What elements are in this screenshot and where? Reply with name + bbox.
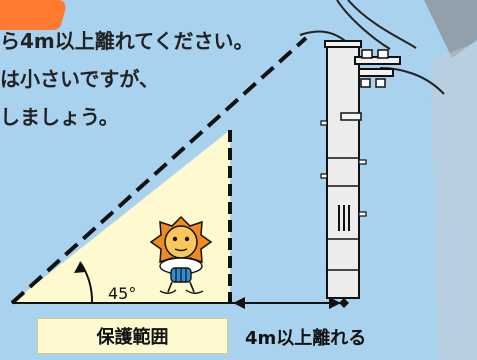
header-tab — [0, 0, 66, 30]
angle-arc — [79, 261, 94, 304]
slope-boundary — [10, 36, 308, 305]
instruction-line-1: ら4m以上離れてください。 — [0, 29, 254, 53]
angle-label: 45° — [108, 284, 136, 303]
side-band-light — [431, 42, 477, 360]
angle-arrow — [74, 262, 86, 273]
instruction-line-3: しましょう。 — [0, 105, 119, 129]
wire-2 — [347, 0, 417, 49]
sun-mascot-icon — [149, 215, 213, 294]
instruction-line-2: は小さいですが、 — [0, 67, 159, 91]
arrow-right-head — [329, 297, 341, 309]
arrow-left-head — [233, 297, 245, 309]
distance-label: 4m以上離れる — [245, 328, 367, 349]
utility-pole-icon — [320, 40, 401, 299]
wire-1 — [336, 0, 391, 50]
ground-marker — [339, 298, 349, 308]
protection-range-label: 保護範囲 — [37, 318, 228, 354]
protection-area — [12, 130, 230, 303]
side-band — [424, 0, 477, 58]
